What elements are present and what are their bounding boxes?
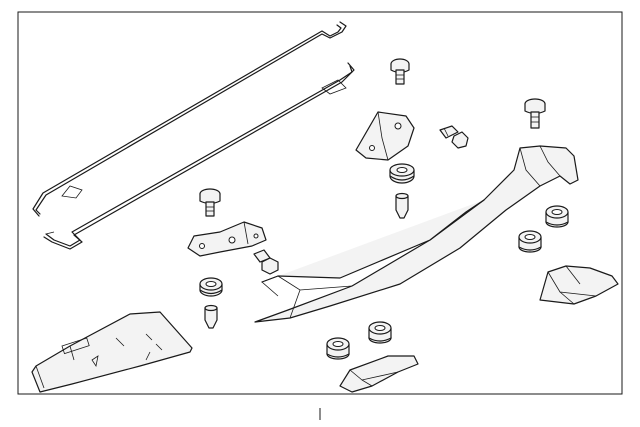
bracket-right [355, 111, 415, 161]
support-rod-lower [43, 62, 355, 250]
grommet-right [389, 163, 415, 184]
clip-right [395, 192, 409, 219]
bolt-bracket-right [439, 125, 469, 149]
pad-bottom [339, 355, 419, 393]
nut-bottom-right [368, 321, 392, 344]
bracket-left [187, 221, 267, 257]
support-rod-upper [32, 21, 347, 217]
nut-bottom-left [326, 337, 350, 360]
bolt-left [199, 188, 221, 217]
spoiler-body [254, 145, 579, 323]
end-cap-right [539, 265, 619, 305]
grommet-left [199, 277, 223, 297]
nut-right-lower [518, 230, 542, 253]
nut-right-upper [545, 205, 569, 228]
clip-left [204, 304, 218, 329]
bolt-top-right [524, 98, 546, 129]
end-cap-left [31, 311, 193, 393]
bolt-top-center [390, 58, 410, 85]
bolt-bracket-left [253, 249, 279, 275]
